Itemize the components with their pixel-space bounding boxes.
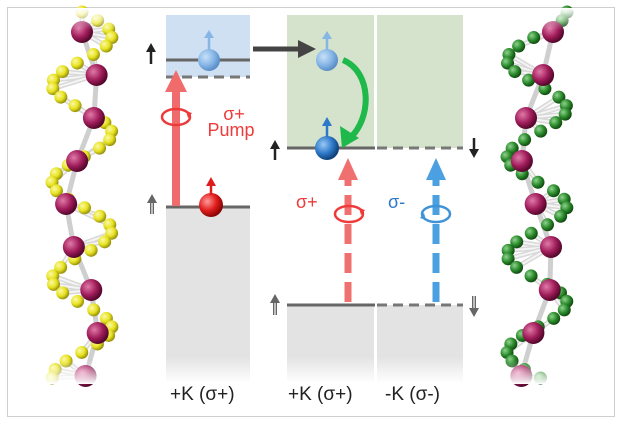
panel-3-spin-down-arrow-icon	[469, 138, 479, 158]
panel-1-spin-up-arrow-icon	[146, 43, 156, 64]
right-molecule-icon	[487, 5, 587, 387]
panel-2-ghost-electron-icon	[316, 31, 338, 71]
pump-sigma-label: σ+	[223, 104, 245, 124]
panel-1-valence-band	[166, 207, 250, 382]
sigma-minus-arrow	[426, 158, 446, 302]
panel-3-conduction-band	[377, 15, 463, 148]
panel-1-label: +K (σ+)	[170, 384, 235, 405]
figure-frame	[7, 7, 615, 417]
sigma-minus-label: σ-	[388, 192, 406, 212]
panel-1-band-diagram	[146, 15, 250, 383]
panel-1-valence-electron-icon	[199, 177, 223, 217]
relaxation-arrow-icon	[340, 57, 369, 148]
transfer-arrow-icon	[253, 40, 316, 58]
panel-3-spin-down-hollow-arrow-icon	[469, 296, 479, 317]
panel-2-label: +K (σ+)	[288, 384, 353, 405]
pump-arrow	[165, 70, 187, 206]
sigma-plus-rotation-icon	[333, 204, 365, 224]
sigma-plus-label: σ+	[296, 192, 318, 212]
panel-3-band-diagram	[377, 15, 463, 383]
panel-2-electron-icon	[315, 117, 339, 160]
panel-2-spin-up-hollow-arrow-icon	[270, 294, 280, 315]
sigma-plus-arrow	[338, 158, 358, 302]
left-molecule-icon	[32, 5, 132, 387]
pump-rotation-icon	[160, 107, 192, 127]
sigma-minus-rotation-icon	[420, 204, 452, 224]
pump-label: Pump	[207, 120, 255, 140]
panel-3-label: -K (σ-)	[385, 384, 440, 405]
panel-2-spin-up-arrow-icon	[270, 140, 280, 160]
panel-1-spin-up-hollow-arrow-icon	[147, 194, 157, 214]
panel-1-excited-electron-icon	[198, 30, 220, 71]
